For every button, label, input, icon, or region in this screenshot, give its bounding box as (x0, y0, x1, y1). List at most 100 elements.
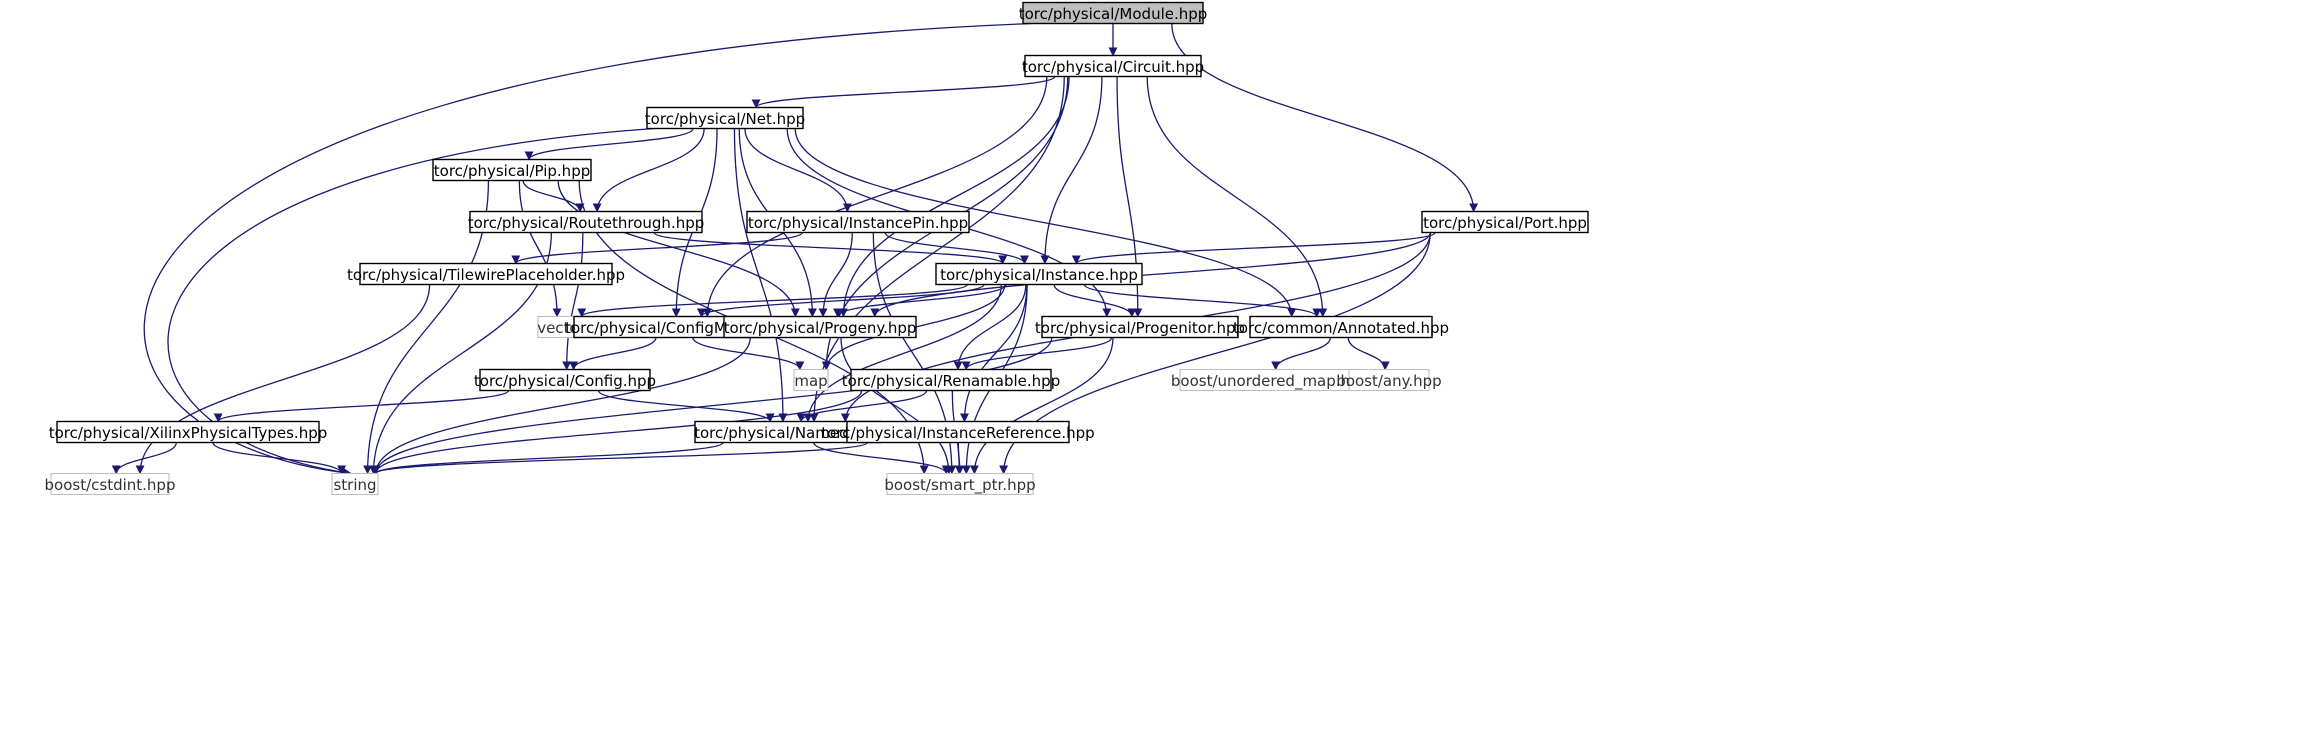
node-label: torc/physical/Instance.hpp (940, 266, 1138, 284)
node-box (1421, 210, 1589, 234)
node-smartptr: boost/smart_ptr.hpp (884, 472, 1036, 496)
node-box (1022, 1, 1204, 25)
node-instance[interactable]: torc/physical/Instance.hpp (935, 262, 1143, 286)
edge-renamable-to-string (371, 390, 863, 475)
dependency-edges (111, 22, 1479, 478)
edge-instance-to-instref (959, 284, 1028, 423)
node-label: boost/smart_ptr.hpp (884, 476, 1035, 495)
node-routethrough[interactable]: torc/physical/Routethrough.hpp (468, 210, 705, 234)
node-label: boost/any.hpp (1336, 372, 1441, 390)
node-label: torc/physical/Net.hpp (645, 110, 805, 128)
edge-net-to-named (733, 128, 788, 423)
node-instancepin[interactable]: torc/physical/InstancePin.hpp (746, 210, 970, 234)
edge-module-to-string (143, 22, 1033, 478)
edge-instancepin-to-progeny (818, 232, 853, 318)
edge-instance-to-annotated (1083, 283, 1322, 318)
node-label: torc/physical/Circuit.hpp (1022, 58, 1204, 76)
node-map: map (793, 368, 829, 392)
edge-progenitor-to-smartptr (969, 337, 1114, 475)
node-label: torc/physical/Routethrough.hpp (468, 214, 705, 232)
node-box (50, 472, 170, 496)
node-label: string (333, 476, 376, 494)
edge-instref-to-string (371, 441, 869, 475)
node-progeny[interactable]: torc/physical/Progeny.hpp (723, 315, 917, 339)
node-renamable[interactable]: torc/physical/Renamable.hpp (842, 368, 1060, 392)
edge-port-to-instance (1071, 231, 1436, 265)
edge-port-to-progeny (870, 232, 1431, 318)
edge-pip-to-progeny (557, 180, 800, 318)
edge-renamable-to-named (796, 390, 928, 423)
node-box (935, 262, 1143, 286)
node-label: torc/physical/Progenitor.hpp (1035, 319, 1245, 337)
edge-instance-to-progeny (833, 284, 1007, 318)
edge-circuit-to-annotated (1146, 76, 1328, 318)
edge-pip-to-routethrough (522, 180, 585, 213)
edge-instancepin-to-instance (884, 232, 1029, 265)
edge-xilinx-to-cstdint (111, 442, 177, 475)
node-label: map (794, 372, 827, 390)
node-circuit[interactable]: torc/physical/Circuit.hpp (1022, 54, 1204, 78)
edge-net-to-annotated (794, 128, 1297, 318)
edge-named-to-string (371, 441, 724, 475)
node-label: torc/physical/XilinxPhysicalTypes.hpp (49, 424, 328, 442)
edge-progenitor-to-string (371, 337, 1053, 475)
node-module[interactable]: torc/physical/Module.hpp (1019, 1, 1208, 25)
node-any: boost/any.hpp (1336, 368, 1442, 392)
node-label: torc/physical/Named.hpp (694, 424, 882, 442)
node-box (1041, 315, 1239, 339)
node-box (850, 368, 1052, 392)
node-box (886, 472, 1034, 496)
edge-annotated-to-unordered (1271, 337, 1331, 371)
edge-progeny-to-string (371, 337, 751, 475)
edge-circuit-to-net (751, 75, 1056, 109)
edge-routethrough-to-config (562, 232, 584, 371)
edge-net-to-pip (524, 127, 694, 161)
edge-pip-to-vector (518, 180, 562, 318)
node-unordered: boost/unordered_map.hpp (1171, 368, 1369, 392)
node-label: boost/unordered_map.hpp (1171, 372, 1369, 391)
node-label: torc/common/Annotated.hpp (1233, 319, 1449, 337)
node-label: boost/cstdint.hpp (45, 476, 176, 494)
edge-config-to-xilinx (213, 389, 510, 423)
node-box (331, 472, 379, 496)
edge-net-to-routethrough (592, 128, 705, 213)
node-port[interactable]: torc/physical/Port.hpp (1421, 210, 1589, 234)
node-instref[interactable]: torc/physical/InstanceReference.hpp (821, 420, 1095, 444)
node-config[interactable]: torc/physical/Config.hpp (474, 368, 656, 392)
edge-routethrough-to-instance (653, 231, 1008, 265)
node-box (846, 420, 1070, 444)
edge-configmap-to-map (692, 337, 805, 371)
node-label: torc/physical/TilewirePlaceholder.hpp (347, 266, 625, 284)
edge-net-to-instancepin (744, 128, 852, 213)
edge-instref-to-smartptr (955, 442, 965, 475)
node-label: torc/physical/Pip.hpp (434, 162, 590, 180)
edge-config-to-named (597, 390, 775, 423)
edge-circuit-to-instance (1040, 76, 1103, 265)
edge-instancepin-to-tilewire (511, 231, 803, 265)
node-box (469, 210, 703, 234)
node-label: torc/physical/Renamable.hpp (842, 372, 1060, 390)
node-xilinx[interactable]: torc/physical/XilinxPhysicalTypes.hpp (49, 420, 328, 444)
node-annotated[interactable]: torc/common/Annotated.hpp (1233, 315, 1449, 339)
node-named[interactable]: torc/physical/Named.hpp (694, 420, 882, 444)
node-net[interactable]: torc/physical/Net.hpp (645, 106, 805, 130)
node-cstdint: boost/cstdint.hpp (45, 472, 176, 496)
node-box (1024, 54, 1202, 78)
node-box (56, 420, 320, 444)
node-box (746, 210, 970, 234)
node-box (1249, 315, 1433, 339)
node-box (1348, 368, 1430, 392)
edge-circuit-to-named (809, 76, 1065, 423)
node-progenitor[interactable]: torc/physical/Progenitor.hpp (1035, 315, 1245, 339)
node-tilewire[interactable]: torc/physical/TilewirePlaceholder.hpp (347, 262, 625, 286)
node-box (646, 106, 804, 130)
edge-instance-to-vector (577, 283, 968, 318)
node-pip[interactable]: torc/physical/Pip.hpp (432, 158, 592, 182)
file-nodes: torc/physical/Module.hpp torc/physical/Ci… (45, 1, 1589, 496)
edge-progenitor-to-renamable (961, 337, 1113, 371)
edge-instance-to-named (803, 284, 1002, 423)
node-box (359, 262, 613, 286)
node-label: torc/physical/Config.hpp (474, 372, 656, 390)
node-box (479, 368, 651, 392)
